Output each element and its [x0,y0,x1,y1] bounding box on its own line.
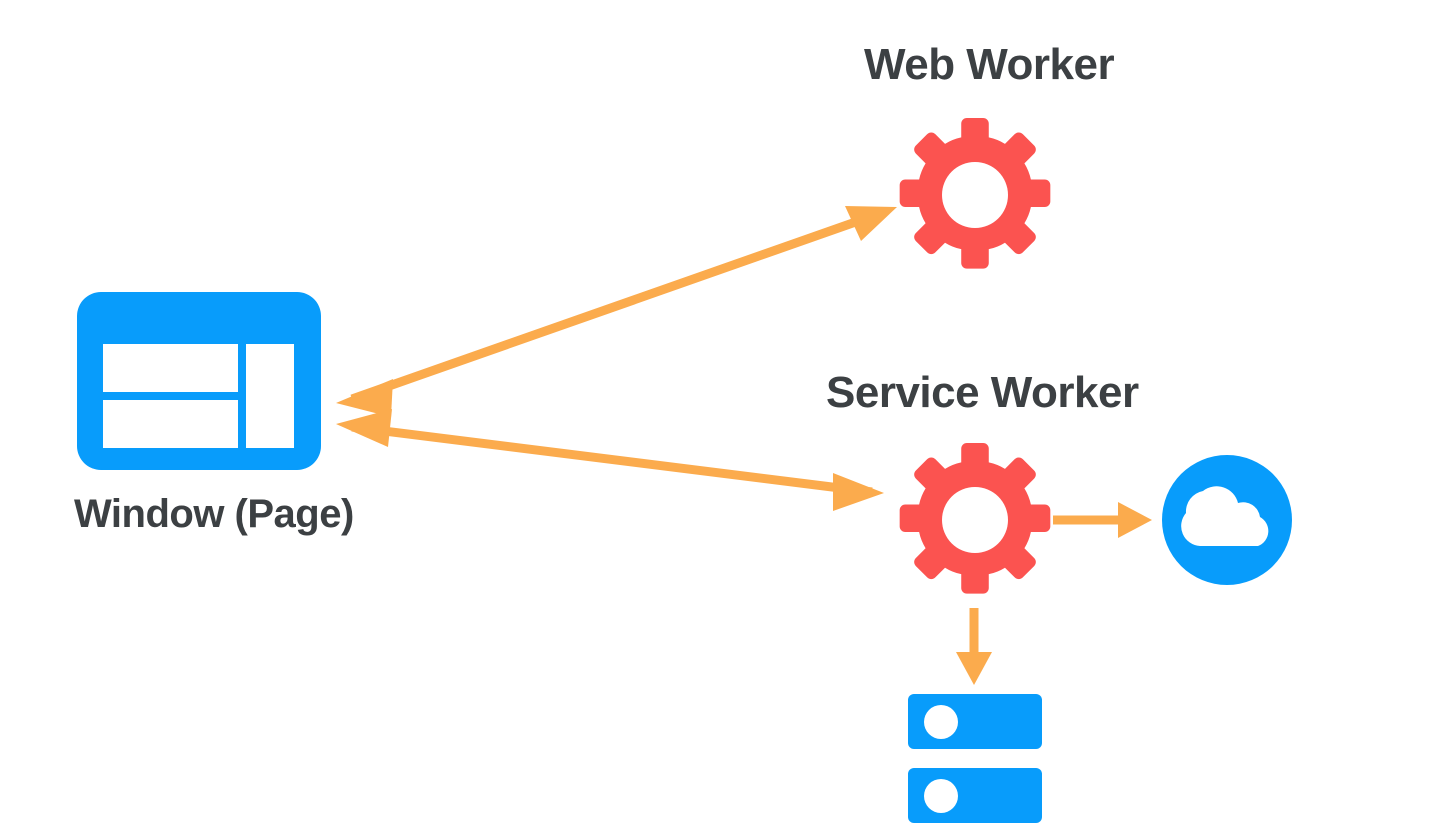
edge-window-to-service-worker [336,409,884,511]
arrowhead-into-window-from-service-worker [336,409,392,447]
arrowhead-into-service-worker [833,473,884,511]
arrowhead-into-cache [956,652,992,685]
gear-hub-web-worker [942,162,1008,228]
label-service-worker: Service Worker [826,368,1139,417]
arrowhead-into-cloud [1118,502,1152,538]
gear-hub-service-worker [942,487,1008,553]
edge-shaft-window-service-worker [351,422,873,497]
database-led-top [924,705,958,739]
arrowhead-into-web-worker [845,206,897,241]
edge-service-worker-to-cloud [1053,502,1152,538]
window-content-top-left [103,344,238,392]
edge-service-worker-to-cache [956,608,992,685]
label-window-page: Window (Page) [74,492,354,536]
label-web-worker: Web Worker [864,40,1115,89]
arrowhead-into-window-from-web-worker [336,379,393,417]
edge-window-to-web-worker [336,206,897,417]
cloud-icon[interactable] [1162,455,1292,585]
gear-icon-web-worker[interactable] [899,117,1051,269]
edge-shaft-window-web-worker [350,207,886,404]
gear-icon-service-worker[interactable] [899,442,1051,594]
browser-window-icon[interactable] [77,292,321,470]
database-led-bottom [924,779,958,813]
window-content-bottom-left [103,400,238,448]
cloud-shape [1181,486,1269,546]
database-icon[interactable] [908,694,1042,823]
window-content-sidebar [246,344,294,448]
